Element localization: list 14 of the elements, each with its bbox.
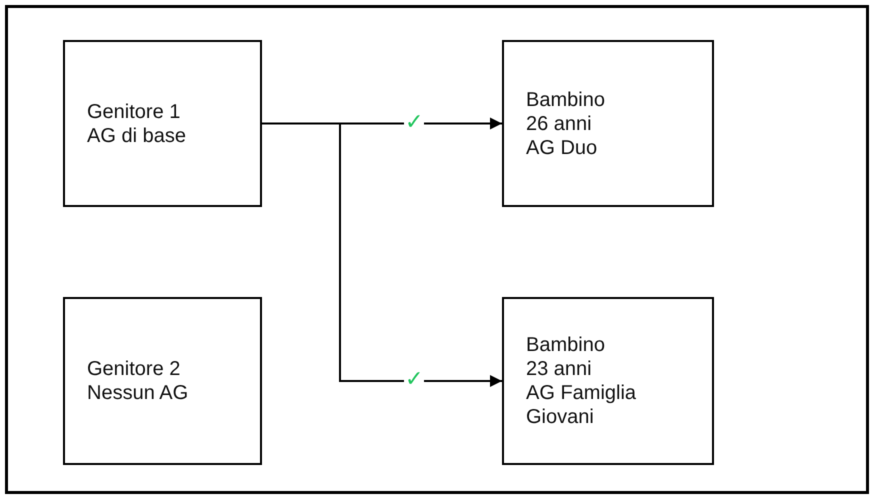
box (502, 40, 714, 207)
box-text: AG Famiglia Giovani (526, 381, 638, 429)
box-text: Genitore 1 (87, 100, 182, 124)
box (63, 297, 262, 465)
box-text: Bambino (526, 333, 606, 357)
box-text: 23 anni (526, 357, 593, 381)
box-text: Bambino (526, 88, 606, 112)
box-text: AG Duo (526, 136, 598, 160)
box-text: AG di base (87, 124, 187, 148)
box-text: Nessun AG (87, 381, 190, 405)
box-text: Genitore 2 (87, 357, 182, 381)
box (502, 297, 714, 465)
box (63, 40, 262, 207)
box-text: 26 anni (526, 112, 593, 136)
